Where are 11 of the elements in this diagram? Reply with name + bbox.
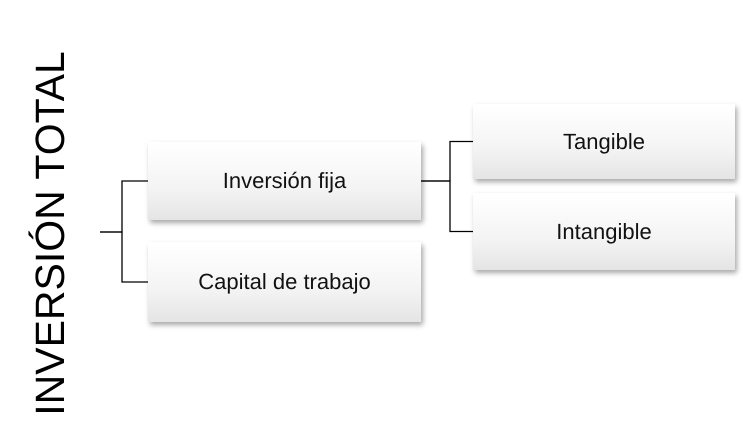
process-box xyxy=(473,193,735,270)
connector-line xyxy=(421,180,473,232)
box-label: Intangible xyxy=(556,218,652,244)
connector-line xyxy=(100,231,148,283)
box-label: Capital de trabajo xyxy=(198,269,371,295)
process-box xyxy=(473,104,735,179)
process-box xyxy=(148,142,421,220)
box-label: Inversión fija xyxy=(222,168,346,194)
vertical-heading: INVERSIÓN TOTAL xyxy=(26,51,74,416)
process-box xyxy=(148,242,421,322)
box-label: Tangible xyxy=(563,128,645,154)
